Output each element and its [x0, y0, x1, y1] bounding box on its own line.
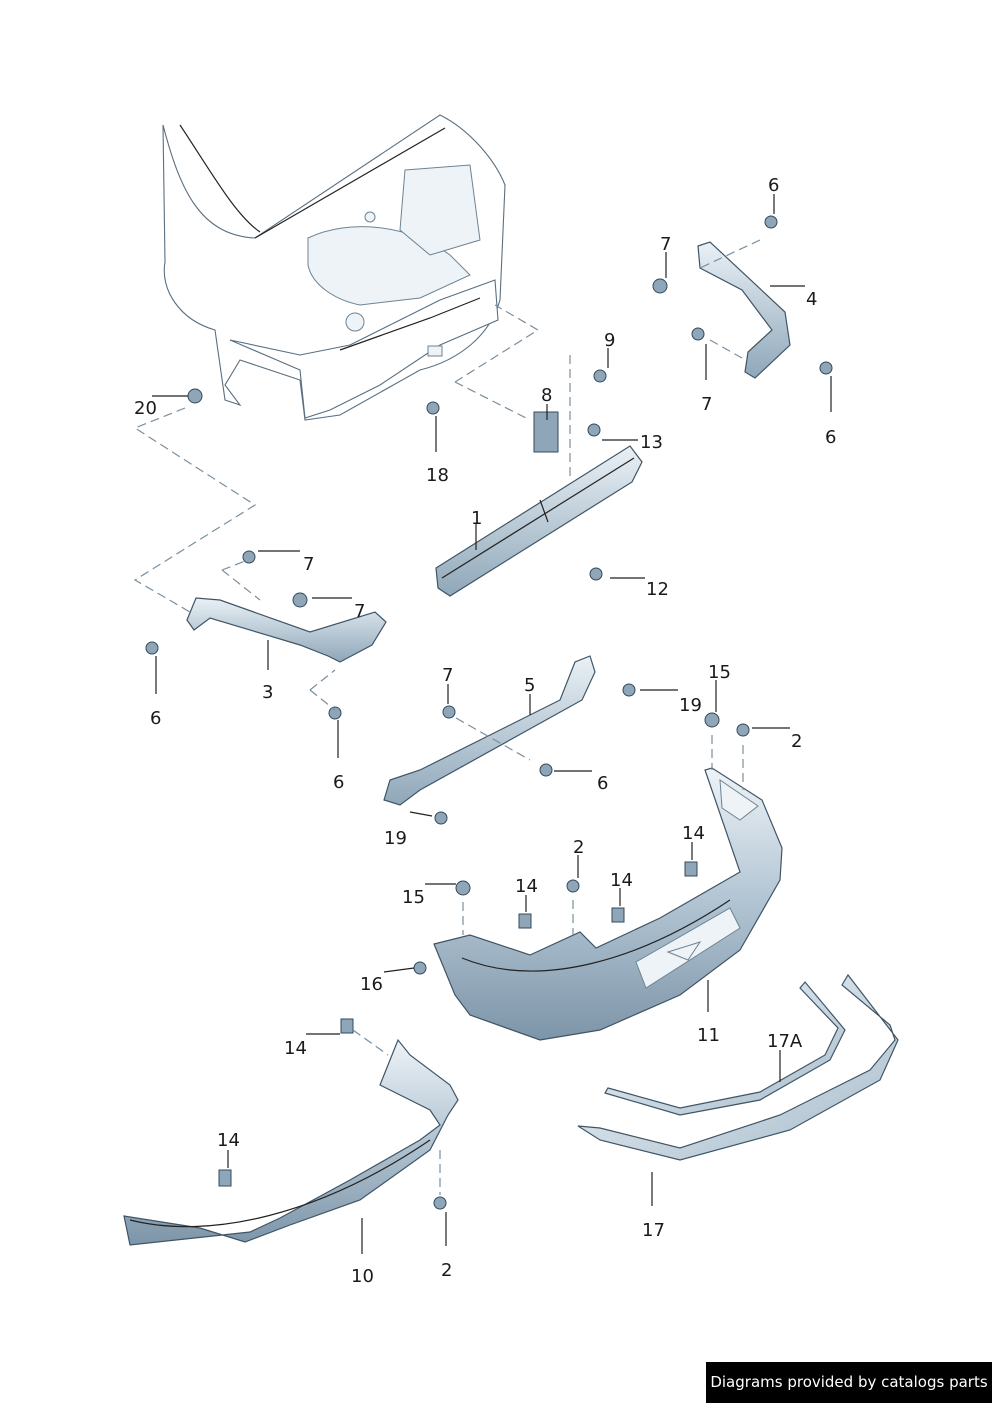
fastener-6-center — [539, 763, 553, 777]
callout-13: 10 — [351, 1266, 374, 1287]
callout-14: 14 — [682, 823, 705, 844]
clip-14-c — [684, 861, 698, 877]
fastener-6-left-a — [145, 641, 159, 655]
callout-7: 7 — [701, 394, 712, 415]
callout-10: 11 — [697, 1025, 720, 1046]
clip-14-b — [611, 907, 625, 923]
callout-9: 9 — [604, 330, 615, 351]
fastener-7-left-a — [242, 550, 256, 564]
callout-6: 6 — [825, 427, 836, 448]
callout-14: 14 — [515, 876, 538, 897]
credit-banner: Diagrams provided by catalogs parts — [706, 1362, 992, 1403]
fasteners — [145, 215, 833, 1210]
trim-strip-lower — [577, 973, 899, 1161]
callout-19: 19 — [679, 695, 702, 716]
callout-2: 2 — [573, 837, 584, 858]
guide-profile-center — [383, 655, 596, 806]
callout-19: 19 — [384, 828, 407, 849]
callout-labels: 6 7 4 9 7 6 8 13 20 18 1 12 7 7 3 6 6 7 … — [134, 175, 836, 1287]
callout-14: 14 — [217, 1130, 240, 1151]
fastener-9 — [593, 369, 607, 383]
fastener-7-left-b — [292, 592, 308, 608]
clip-15-top — [704, 712, 720, 728]
callout-18: 18 — [426, 465, 449, 486]
fastener-19-right — [622, 683, 636, 697]
nut-12 — [587, 423, 601, 437]
callout-5: 5 — [524, 675, 535, 696]
callout-17: 17 — [642, 1220, 665, 1241]
fastener-20 — [187, 388, 203, 404]
car-body-rear — [162, 114, 506, 421]
callout-7: 7 — [354, 601, 365, 622]
fastener-7-center — [442, 705, 456, 719]
callout-14: 14 — [284, 1038, 307, 1059]
fastener-7-right — [691, 327, 705, 341]
callout-6: 6 — [150, 708, 161, 729]
screw-2-center — [566, 879, 580, 893]
callout-15: 15 — [402, 887, 425, 908]
callout-8: 8 — [541, 385, 552, 406]
clip-14-a — [518, 913, 532, 929]
leader-lines — [152, 194, 832, 1254]
clip-14-d — [340, 1018, 354, 1034]
fastener-16 — [413, 961, 427, 975]
bracket-left — [186, 597, 387, 663]
fastener-7-top — [652, 278, 668, 294]
callout-2: 2 — [791, 731, 802, 752]
fastener-19-left — [434, 811, 448, 825]
callout-20: 20 — [134, 398, 157, 419]
clip-14-e — [218, 1169, 232, 1187]
callout-7: 7 — [303, 554, 314, 575]
callout-17A: 17A — [767, 1031, 803, 1052]
screw-2-bottom — [433, 1196, 447, 1210]
bumper-carrier-beam — [435, 445, 643, 597]
screw-2-top — [736, 723, 750, 737]
mount-8 — [533, 411, 559, 453]
callout-7: 7 — [442, 665, 453, 686]
callout-15: 15 — [708, 662, 731, 683]
callout-11: 12 — [646, 579, 669, 600]
callout-3: 3 — [262, 682, 273, 703]
callout-14: 14 — [610, 870, 633, 891]
callout-16: 16 — [360, 974, 383, 995]
fastener-6-right — [819, 361, 833, 375]
callout-1: 1 — [471, 508, 482, 529]
callout-6: 6 — [597, 773, 608, 794]
callout-6: 6 — [333, 772, 344, 793]
callout-4: 4 — [806, 289, 817, 310]
callout-7: 7 — [660, 234, 671, 255]
callout-12: 13 — [640, 432, 663, 453]
fastener-6-top — [764, 215, 778, 229]
fastener-6-left-b — [328, 706, 342, 720]
trim-strip-upper — [604, 981, 846, 1116]
bumper-cover — [433, 767, 783, 1041]
fastener-18 — [426, 401, 440, 415]
callout-6: 6 — [768, 175, 779, 196]
assembly-dash-lines — [133, 239, 761, 1195]
clip-15-left — [455, 880, 471, 896]
screw-11 — [589, 567, 603, 581]
callout-2: 2 — [441, 1260, 452, 1281]
lower-diffuser — [123, 1038, 459, 1246]
bracket-right-upper — [697, 241, 791, 379]
